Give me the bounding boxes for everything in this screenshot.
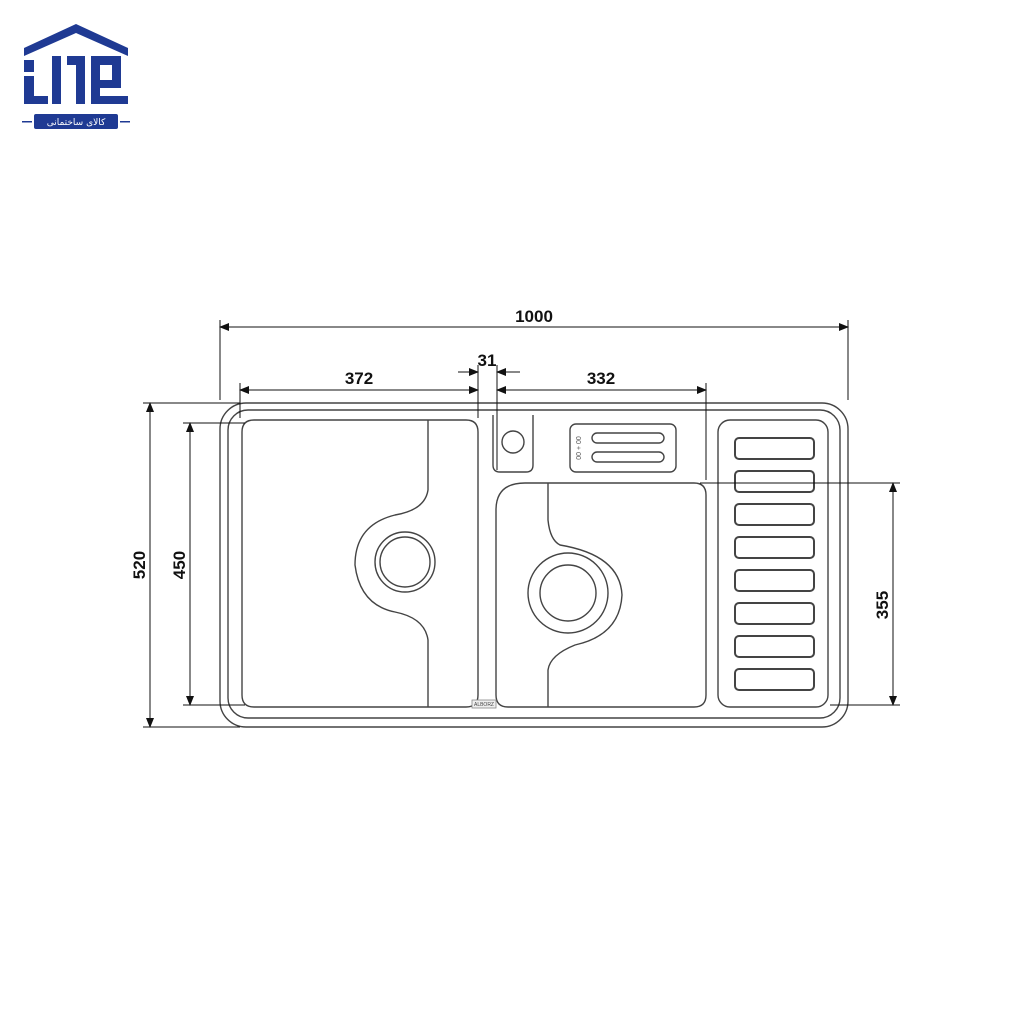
brand-logo: کالای ساختمانی: [22, 24, 130, 129]
tap-deck: [492, 415, 534, 473]
left-drain-inner: [379, 536, 431, 588]
control-panel: [569, 423, 677, 473]
sink-rim: [227, 409, 841, 719]
right-drain-inner: [539, 564, 597, 622]
brand-plate-text: ALBORZ: [474, 702, 494, 708]
dim-right-bowl-width: 332: [587, 369, 615, 388]
dim-left-bowl-width: 372: [345, 369, 373, 388]
logo-text: کالای ساختمانی: [47, 118, 106, 128]
control-slot-1: [591, 432, 665, 444]
right-drain-outer: [527, 552, 609, 634]
brand-plate: [471, 699, 497, 709]
dim-overall-depth: 520: [130, 551, 149, 579]
right-bowl: [495, 482, 707, 708]
drainer-slots: [734, 437, 815, 691]
drainer-area: [717, 419, 829, 708]
control-slot-2: [591, 451, 665, 463]
left-bowl-drain-platform: [354, 420, 429, 707]
dim-right-bowl-depth: 355: [873, 591, 892, 619]
dim-bowl-depth: 450: [170, 551, 189, 579]
left-bowl: [241, 419, 479, 708]
tap-hole: [501, 430, 525, 454]
right-bowl-drain-platform: [547, 483, 623, 707]
dim-divider-width: 31: [478, 351, 497, 370]
sink-outer-edge: [219, 402, 849, 728]
dim-overall-width: 1000: [515, 307, 553, 326]
left-drain-outer: [374, 531, 436, 593]
control-label: 00 + 00: [576, 436, 583, 460]
